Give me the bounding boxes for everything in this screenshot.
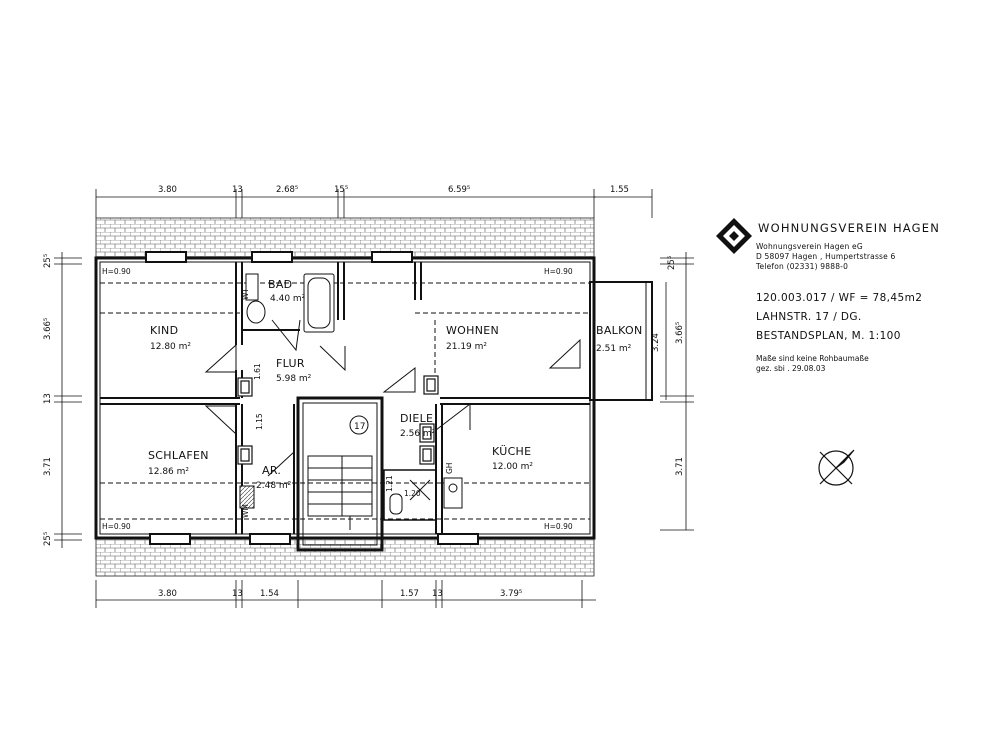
dim-right: 3.66⁵ — [675, 322, 685, 344]
company-logo-icon — [716, 218, 752, 254]
north-arrow-icon — [818, 449, 855, 486]
company-name: WOHNUNGSVEREIN HAGEN — [758, 221, 941, 235]
dim-bottom: 3.80 — [158, 589, 177, 599]
dim-left: 25⁵ — [43, 532, 53, 546]
dim-right: 25⁵ — [667, 256, 677, 270]
room-area-balkon: 2.51 m² — [596, 344, 632, 354]
fixture-label-gh: GH — [445, 463, 454, 474]
plan-info-line: BESTANDSPLAN, M. 1:100 — [756, 330, 901, 342]
dim-right: 3.71 — [675, 457, 685, 476]
dim-top: 13 — [232, 185, 243, 195]
address-line: Telefon (02331) 9888-0 — [756, 262, 849, 271]
room-name-abstell: AR. — [262, 464, 281, 477]
room-name-kind: KIND — [150, 324, 178, 337]
plan-info-line: LAHNSTR. 17 / DG. — [756, 311, 862, 323]
room-area-kind: 12.80 m² — [150, 342, 191, 352]
fixture-labels: WM GH WT — [241, 288, 454, 518]
room-area-bad: 4.40 m² — [270, 294, 306, 304]
dim-inner: 1.20 — [404, 489, 421, 498]
wc-kitchen-fixtures — [239, 477, 463, 515]
dimension-texts: 3.80 13 2.68⁵ 15⁵ 6.59⁵ 1.55 3.80 13 1.5… — [43, 185, 685, 599]
chimneys — [237, 375, 439, 465]
dim-top: 6.59⁵ — [448, 185, 470, 195]
address-line: Wohnungsverein Hagen eG — [756, 242, 863, 251]
room-area-abstell: 2.48 m² — [256, 481, 292, 491]
dim-left: 25⁵ — [43, 254, 53, 268]
room-name-flur: FLUR — [276, 357, 305, 370]
room-area-diele: 2.56 m² — [400, 429, 436, 439]
dim-inner: 1.61 — [253, 363, 262, 380]
bath-fixtures — [245, 273, 335, 333]
room-name-bad: BAD — [268, 278, 292, 291]
door-swings — [204, 319, 581, 477]
dim-top: 15⁵ — [334, 185, 348, 195]
room-name-kueche: KÜCHE — [492, 445, 531, 458]
dim-top: 3.80 — [158, 185, 177, 195]
height-mark: H=0.90 — [102, 522, 131, 531]
note-line: Maße sind keine Rohbaumaße — [756, 354, 869, 363]
height-mark: H=0.90 — [544, 522, 573, 531]
plan-info-line: 120.003.017 / WF = 78,45m2 — [756, 292, 923, 304]
balcony — [589, 281, 653, 401]
dim-top: 1.55 — [610, 185, 629, 195]
dim-left: 3.71 — [43, 457, 53, 476]
dim-bottom: 13 — [232, 589, 243, 599]
room-name-schlafen: SCHLAFEN — [148, 449, 209, 462]
height-mark: H=0.90 — [544, 267, 573, 276]
interior-walls — [100, 262, 590, 552]
room-name-balkon: BALKON — [596, 324, 643, 337]
room-area-flur: 5.98 m² — [276, 374, 312, 384]
dimension-lines — [54, 189, 694, 608]
room-labels: KIND 12.80 m² BAD 4.40 m² FLUR 5.98 m² W… — [148, 278, 643, 491]
room-area-kueche: 12.00 m² — [492, 462, 533, 472]
dim-inner: 1.21 — [385, 475, 394, 492]
dim-left: 3.66⁵ — [43, 318, 53, 340]
dim-bottom: 3.79⁵ — [500, 589, 522, 599]
dim-bottom: 1.54 — [260, 589, 279, 599]
dim-bottom: 13 — [432, 589, 443, 599]
dim-inner: 1.15 — [255, 413, 264, 430]
stair-number: 17 — [354, 422, 365, 432]
room-name-wohnen: WOHNEN — [446, 324, 499, 337]
dim-left: 13 — [43, 393, 53, 404]
address-line: D 58097 Hagen , Humpertstrasse 6 — [756, 252, 896, 261]
fixture-label-wm: WM — [241, 504, 250, 518]
fixture-label-wt: WT — [241, 288, 250, 300]
room-area-schlafen: 12.86 m² — [148, 467, 189, 477]
note-line: gez. sbi . 29.08.03 — [756, 364, 826, 373]
dim-bottom: 1.57 — [400, 589, 419, 599]
height-marks: H=0.90 H=0.90 H=0.90 H=0.90 — [102, 267, 573, 531]
dim-right: 3.24 — [651, 333, 661, 352]
height-mark: H=0.90 — [102, 267, 131, 276]
room-name-diele: DIELE — [400, 412, 433, 425]
staircase — [307, 415, 373, 530]
dim-top: 2.68⁵ — [276, 185, 298, 195]
room-area-wohnen: 21.19 m² — [446, 342, 487, 352]
window-openings — [145, 251, 479, 545]
